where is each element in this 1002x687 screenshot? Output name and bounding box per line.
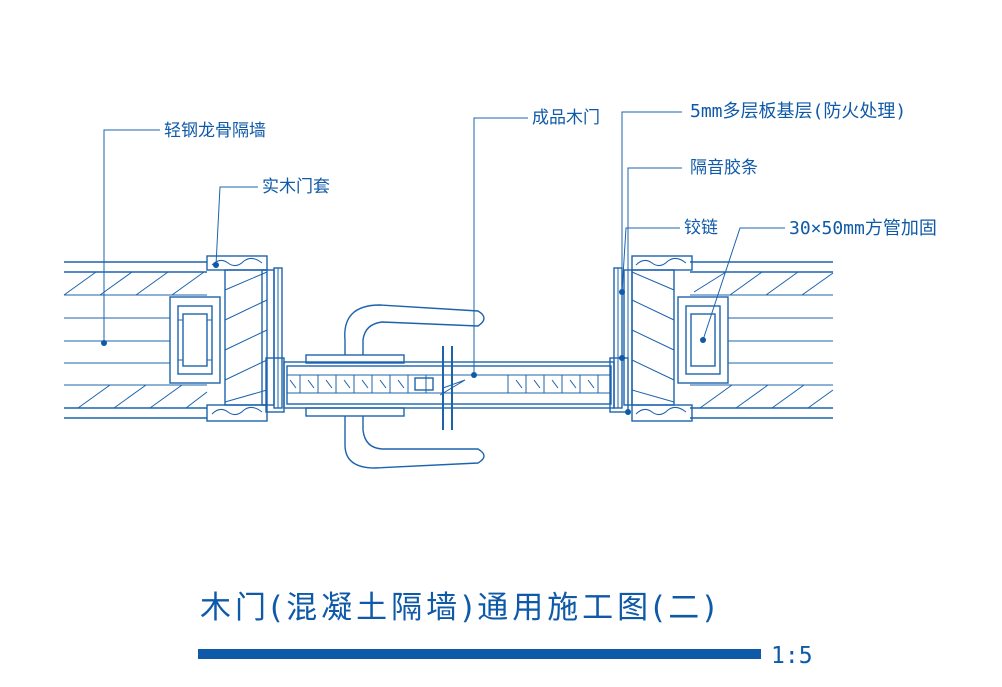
label-finished-door: 成品木门 bbox=[532, 108, 600, 128]
door-handle bbox=[305, 304, 485, 469]
left-steel-stud bbox=[169, 296, 221, 384]
label-square-tube: 30×50mm方管加固 bbox=[789, 218, 937, 239]
left-wood-frame bbox=[206, 255, 283, 422]
leader-lines bbox=[101, 111, 785, 415]
label-sound-strip: 隔音胶条 bbox=[690, 158, 758, 178]
right-wood-frame bbox=[613, 255, 693, 422]
label-solid-wood-frame: 实木门套 bbox=[262, 177, 330, 197]
drawing-scale: 1:5 bbox=[771, 643, 813, 669]
title-underline bbox=[198, 649, 761, 659]
drawing-title: 木门(混凝土隔墙)通用施工图(二) bbox=[200, 590, 719, 626]
label-hinge: 铰链 bbox=[684, 218, 718, 238]
left-wall bbox=[63, 261, 208, 419]
door-leaf bbox=[265, 346, 629, 430]
right-steel-stud bbox=[677, 296, 729, 384]
label-light-steel-partition: 轻钢龙骨隔墙 bbox=[164, 121, 266, 141]
right-wall bbox=[690, 261, 834, 419]
label-plywood-base: 5mm多层板基层(防火处理) bbox=[690, 101, 906, 122]
